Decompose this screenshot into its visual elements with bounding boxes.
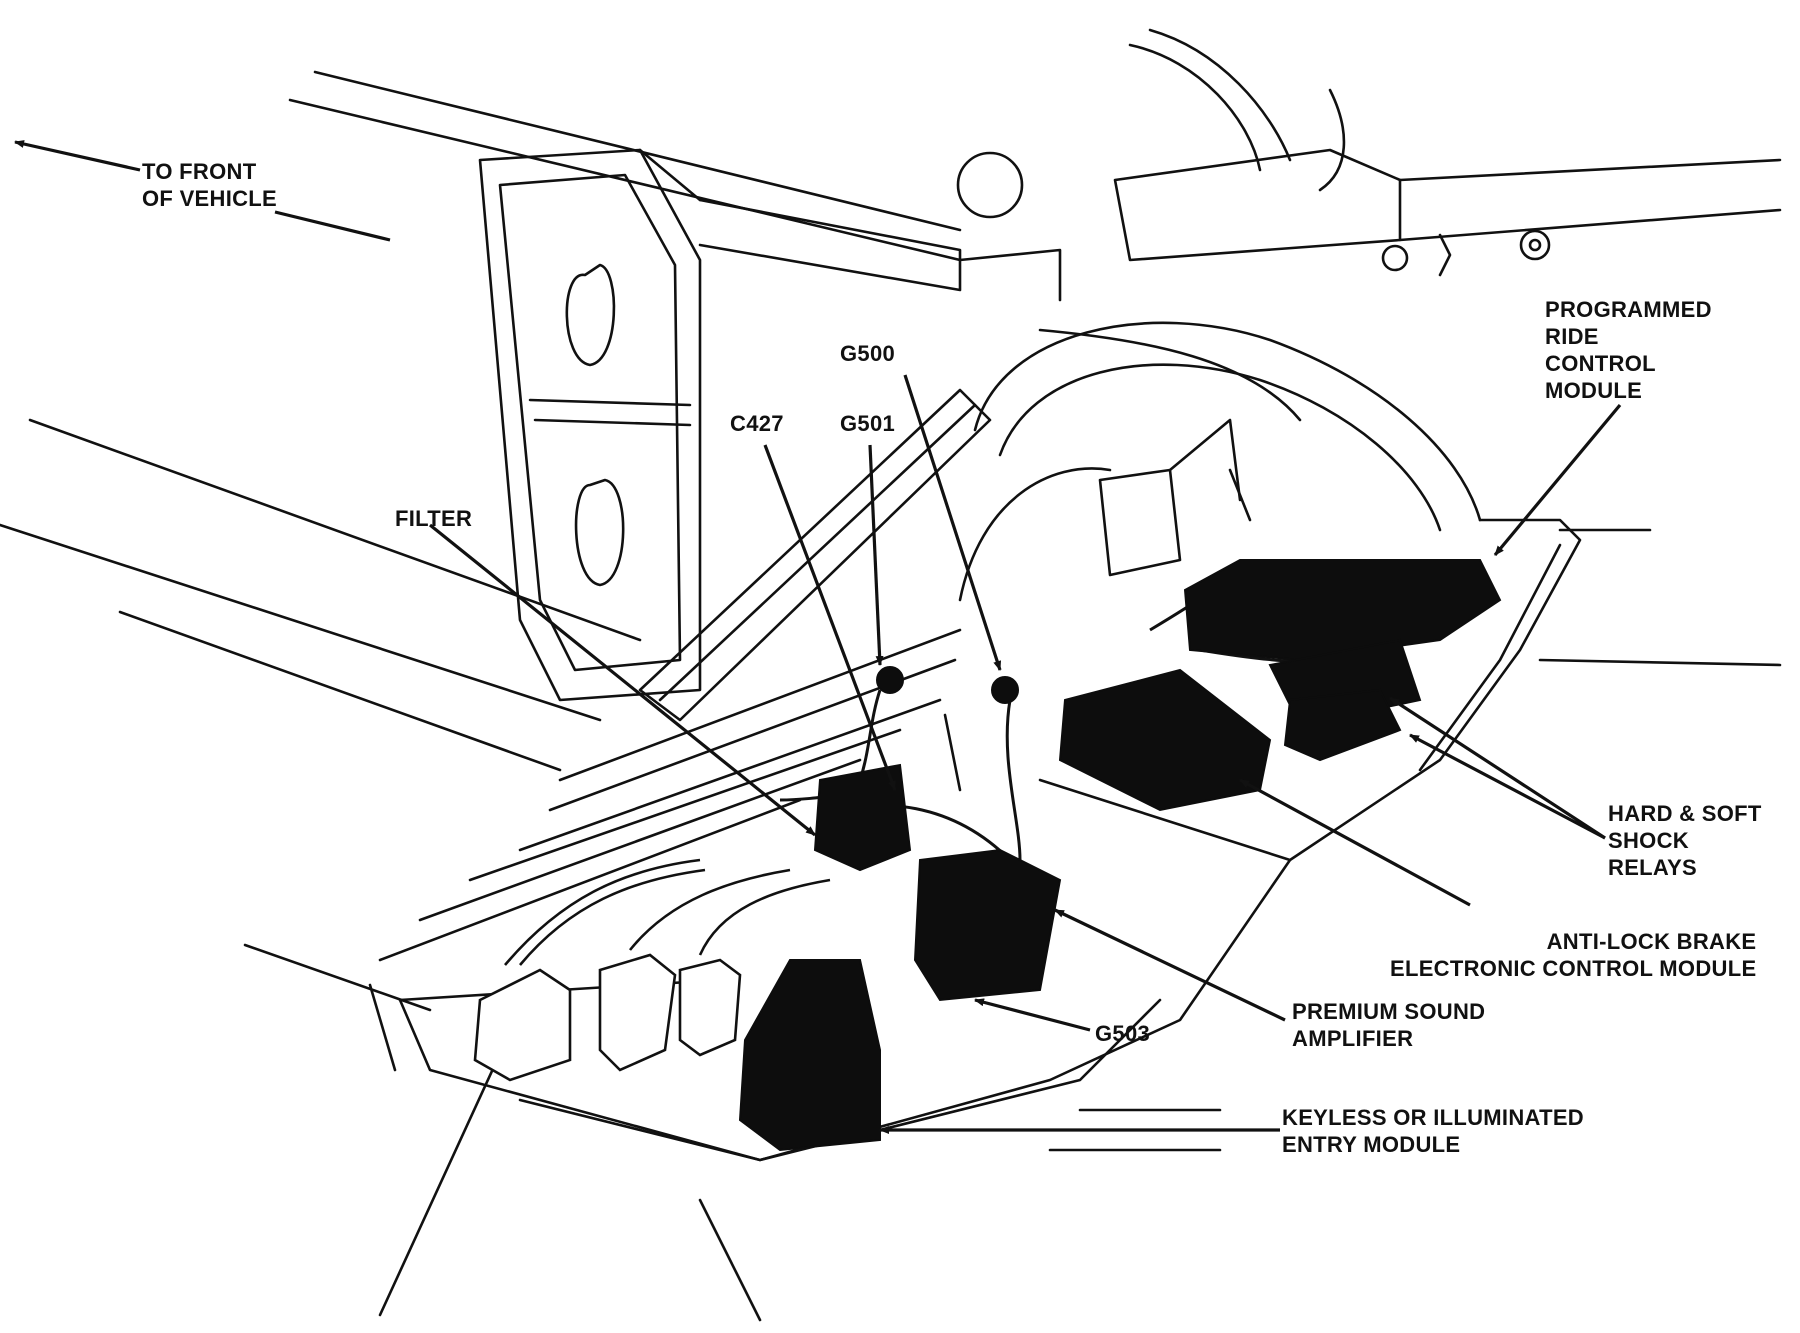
abs-module-line1: ANTI-LOCK BRAKE	[1546, 929, 1757, 954]
g501-label: G501	[840, 411, 896, 436]
relay-group	[473, 858, 831, 1082]
amplifier-line2: AMPLIFIER	[1292, 1026, 1414, 1051]
abs-module-label: ANTI-LOCK BRAKE ELECTRONIC CONTROL MODUL…	[1390, 928, 1756, 982]
shock-relays-line3: RELAYS	[1608, 855, 1698, 880]
c427-label: C427	[730, 411, 784, 436]
entry-module-label: KEYLESS OR ILLUMINATED ENTRY MODULE	[1282, 1104, 1584, 1158]
filter-label: FILTER	[395, 506, 473, 531]
ride-control-line1: PROGRAMMED	[1545, 297, 1712, 322]
arrow-to-front	[14, 140, 141, 172]
leader-g501	[868, 444, 884, 666]
amplifier-line1: PREMIUM SOUND	[1292, 999, 1486, 1024]
leader-relays-b	[1409, 733, 1606, 840]
amplifier-label: PREMIUM SOUND AMPLIFIER	[1292, 998, 1485, 1052]
arrow-to-front-tail	[274, 210, 391, 242]
shock-relays-label: HARD & SOFT SHOCK RELAYS	[1608, 800, 1762, 881]
leader-abs	[1239, 778, 1471, 907]
to-front-line2: OF VEHICLE	[142, 186, 278, 211]
entry-module-line2: ENTRY MODULE	[1282, 1132, 1461, 1157]
shock-relays-line1: HARD & SOFT	[1608, 801, 1762, 826]
control-modules	[738, 559, 1502, 1152]
to-front-line1: TO FRONT	[142, 159, 257, 184]
leader-relays-a	[1389, 696, 1606, 840]
ride-control-line4: MODULE	[1545, 378, 1643, 403]
leader-ride-control	[1493, 403, 1622, 557]
leader-g503	[974, 998, 1091, 1032]
ride-control-line3: CONTROL	[1545, 351, 1656, 376]
leader-amplifier	[1054, 908, 1286, 1022]
to-front-label: TO FRONT OF VEHICLE	[142, 158, 277, 212]
leader-lines	[14, 140, 1622, 1134]
g503-label: G503	[1095, 1021, 1151, 1046]
ride-control-line2: RIDE	[1545, 324, 1599, 349]
entry-module-line1: KEYLESS OR ILLUMINATED	[1282, 1105, 1584, 1130]
g500-label: G500	[840, 341, 896, 366]
shock-relays-line2: SHOCK	[1608, 828, 1689, 853]
leader-g500	[903, 374, 1002, 671]
abs-module-line2: ELECTRONIC CONTROL MODULE	[1390, 956, 1757, 981]
leader-c427	[763, 444, 897, 791]
leader-filter	[428, 523, 817, 837]
ride-control-module-label: PROGRAMMED RIDE CONTROL MODULE	[1545, 296, 1712, 404]
